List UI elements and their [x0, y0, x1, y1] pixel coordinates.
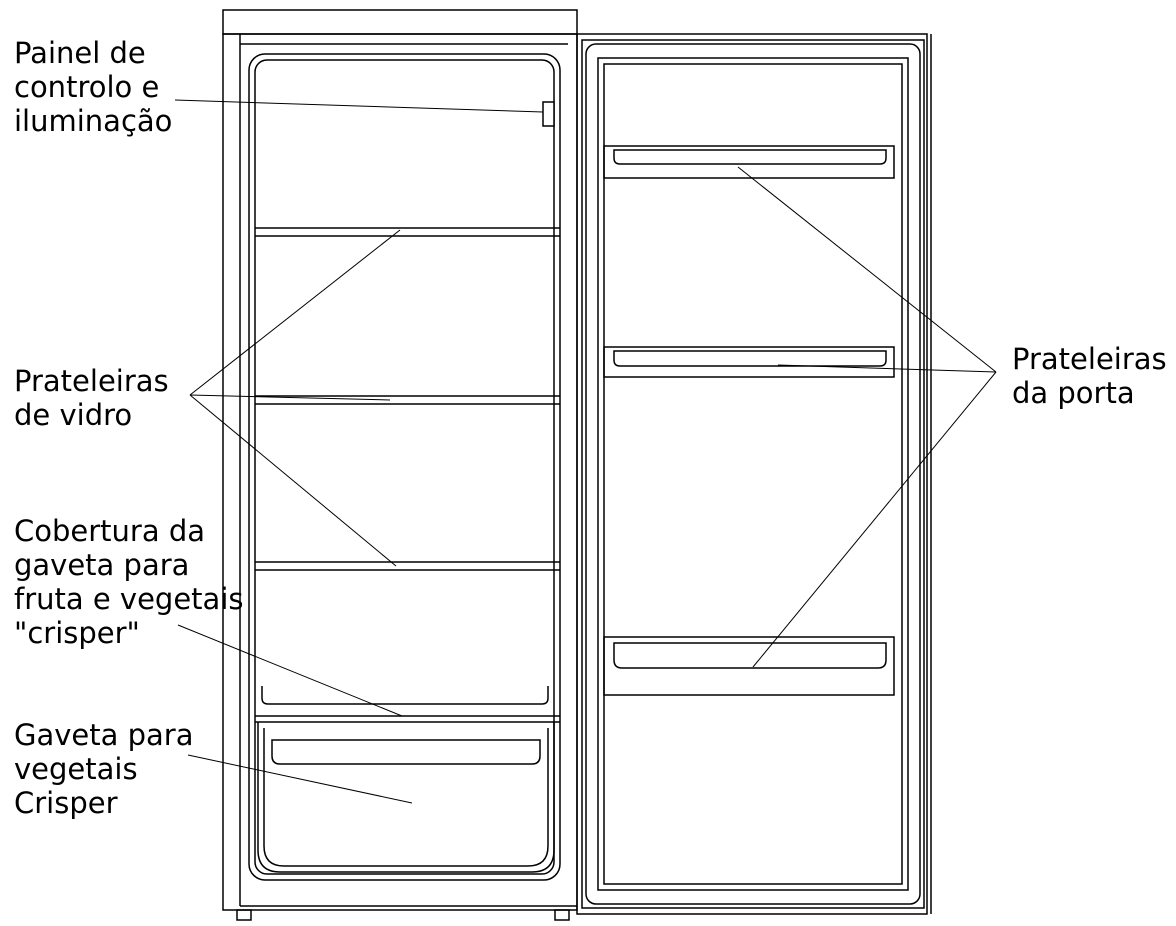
door-shelf-3-rim	[613, 642, 887, 669]
label-door-shelves: Prateleiras da porta	[1012, 342, 1167, 410]
door-gasket-inner	[585, 43, 921, 905]
door-outer	[576, 33, 928, 915]
door-shelf-1-rim	[613, 149, 887, 165]
door-liner	[597, 57, 909, 891]
door-shelf-3	[603, 636, 895, 696]
leader-lines	[174, 99, 997, 804]
label-glass-shelves: Prateleiras de vidro	[14, 364, 169, 432]
door-shelves	[603, 145, 895, 696]
cabinet	[222, 9, 578, 921]
cabinet-liner	[248, 53, 561, 881]
leader-crisper-drawer	[187, 754, 413, 804]
crisper	[255, 686, 560, 873]
door-shelf-2	[603, 346, 895, 378]
control-panel-light	[542, 101, 555, 127]
cabinet-liner-inner	[254, 59, 555, 875]
glass-shelves	[255, 227, 560, 571]
leader-door-shelf-3	[752, 371, 997, 668]
crisper-drawer-inner	[263, 728, 549, 867]
foot-left	[236, 909, 252, 921]
door-shelf-1	[603, 145, 895, 179]
leader-glass-shelf-2	[189, 394, 391, 401]
label-control-panel: Painel de controlo e iluminação	[14, 36, 173, 138]
door-liner-inner	[603, 63, 903, 885]
door-shelf-2-rim	[613, 350, 887, 367]
leader-door-shelf-1	[737, 166, 997, 373]
leader-glass-shelf-1	[189, 229, 401, 396]
crisper-cover-curve	[261, 686, 549, 705]
door-gasket-outer	[581, 39, 925, 909]
leader-door-shelf-2	[777, 364, 997, 373]
label-crisper-cover: Cobertura da gaveta para fruta e vegetai…	[14, 514, 244, 650]
leader-glass-shelf-3	[189, 394, 397, 567]
cabinet-top	[222, 9, 578, 35]
cabinet-outer	[222, 33, 578, 911]
label-crisper-drawer: Gaveta para vegetais Crisper	[14, 718, 194, 820]
crisper-drawer	[257, 722, 555, 873]
leader-crisper-cover	[177, 624, 403, 717]
leader-control-panel	[174, 99, 544, 113]
foot-right	[554, 909, 570, 921]
door	[576, 33, 932, 915]
crisper-handle	[271, 739, 541, 765]
